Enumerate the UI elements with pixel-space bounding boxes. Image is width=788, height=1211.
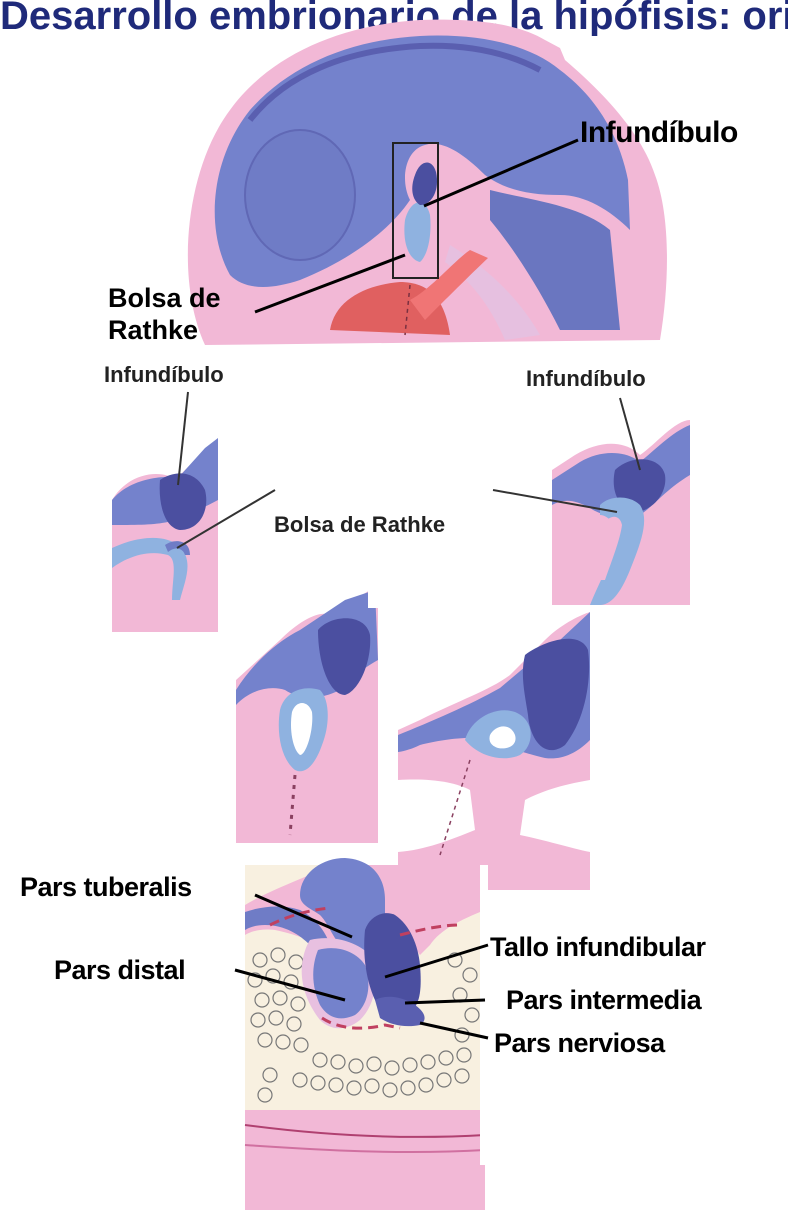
label-pars-nerviosa: Pars nerviosa xyxy=(494,1028,665,1059)
label-tallo-infundibular: Tallo infundibular xyxy=(490,932,705,963)
stage5-panel xyxy=(245,858,488,1210)
label-pars-distal: Pars distal xyxy=(54,955,185,986)
label-infundibulo-left: Infundíbulo xyxy=(104,362,224,388)
label-pars-tuberalis: Pars tuberalis xyxy=(20,872,192,903)
stage3-panel xyxy=(236,590,380,843)
optic-region xyxy=(245,130,355,260)
stage4-panel xyxy=(398,612,590,890)
label-pars-intermedia: Pars intermedia xyxy=(506,985,701,1016)
label-bolsa-rathke-top: Bolsa de Rathke xyxy=(108,282,268,346)
stage2-panel xyxy=(552,420,690,605)
label-infundibulo-top: Infundíbulo xyxy=(580,116,738,150)
stage1-panel xyxy=(112,438,218,632)
label-bolsa-rathke-mid: Bolsa de Rathke xyxy=(274,512,445,538)
label-infundibulo-right: Infundíbulo xyxy=(526,366,646,392)
